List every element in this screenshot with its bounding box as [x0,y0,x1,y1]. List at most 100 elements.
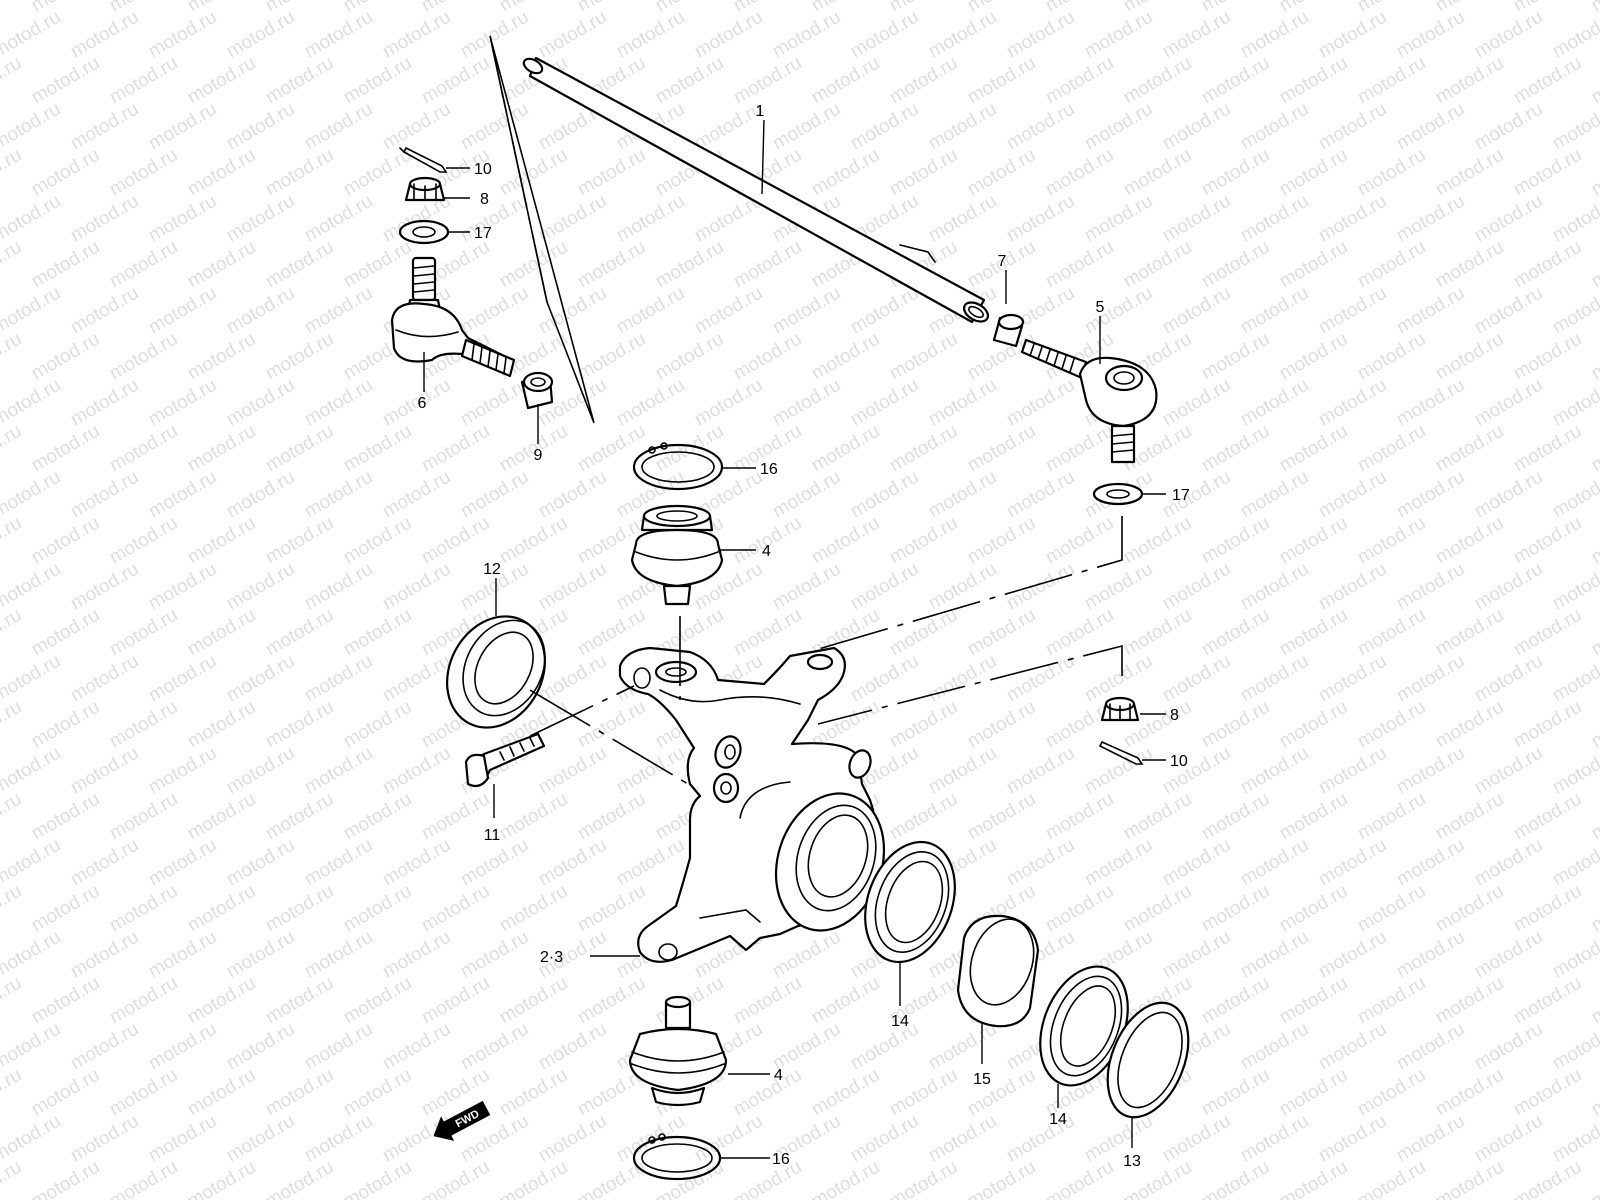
watermark-text: motod.ru [964,789,1039,845]
watermark-text: motod.ru [184,973,259,1029]
watermark-text: motod.ru [535,835,610,891]
callout-13: 13 [1123,1153,1141,1170]
watermark-text: motod.ru [145,835,220,891]
watermark-text: motod.ru [1159,191,1234,247]
watermark-text: motod.ru [28,513,103,569]
leader-lines [423,119,1166,1159]
watermark-text: motod.ru [1276,237,1351,293]
watermark-text: motod.ru [613,1111,688,1167]
watermark-text: motod.ru [1159,743,1234,799]
watermark-text: motod.ru [1393,1019,1468,1075]
callout-8-right: 8 [1170,707,1179,724]
watermark-text: motod.ru [1276,1065,1351,1121]
watermark-text: motod.ru [1315,1019,1390,1075]
watermark-text: motod.ru [1393,375,1468,431]
watermark-text: motod.ru [262,0,337,16]
watermark-text: motod.ru [0,1157,25,1200]
watermark-text: motod.ru [1510,1157,1585,1200]
watermark-text: motod.ru [1042,1157,1117,1200]
watermark-text: motod.ru [1159,467,1234,523]
watermark-text: motod.ru [964,53,1039,109]
watermark-text: motod.ru [1432,789,1507,845]
watermark-text: motod.ru [886,697,961,753]
watermark-text: motod.ru [886,421,961,477]
watermark-text: motod.ru [1354,1065,1429,1121]
watermark-text: motod.ru [847,651,922,707]
watermark-text: motod.ru [223,651,298,707]
watermark-text: motod.ru [613,7,688,63]
watermark-text: motod.ru [730,0,805,16]
watermark-text: motod.ru [496,789,571,845]
watermark-text: motod.ru [1588,145,1600,201]
watermark-text: motod.ru [730,1065,805,1121]
watermark-text: motod.ru [1354,881,1429,937]
watermark-text: motod.ru [1237,651,1312,707]
watermark-text: motod.ru [1198,881,1273,937]
watermark-text: motod.ru [0,99,64,155]
watermark-text: motod.ru [1432,513,1507,569]
watermark-text: motod.ru [1510,145,1585,201]
watermark-text: motod.ru [184,421,259,477]
watermark-text: motod.ru [301,1111,376,1167]
watermark-text: motod.ru [769,1019,844,1075]
callout-6: 6 [418,395,427,412]
watermark-text: motod.ru [1198,1065,1273,1121]
watermark-text: motod.ru [301,191,376,247]
watermark-text: motod.ru [496,973,571,1029]
watermark-text: motod.ru [67,283,142,339]
watermark-text: motod.ru [1354,605,1429,661]
watermark-text: motod.ru [1588,329,1600,385]
watermark-text: motod.ru [28,1065,103,1121]
watermark-text: motod.ru [1159,375,1234,431]
watermark-text: motod.ru [301,7,376,63]
watermark-text: motod.ru [886,789,961,845]
watermark-text: motod.ru [1315,651,1390,707]
watermark-text: motod.ru [28,329,103,385]
watermark-text: motod.ru [886,1065,961,1121]
watermark-text: motod.ru [1003,467,1078,523]
watermark-text: motod.ru [340,697,415,753]
watermark-text: motod.ru [184,237,259,293]
callout-16-upper: 16 [760,461,778,478]
watermark-text: motod.ru [145,467,220,523]
watermark-text: motod.ru [1003,99,1078,155]
watermark-text: motod.ru [1354,0,1429,16]
watermark-text: motod.ru [106,53,181,109]
watermark-text: motod.ru [964,605,1039,661]
callout-15: 15 [973,1071,991,1088]
watermark-text: motod.ru [1471,743,1546,799]
callout-4-lower: 4 [774,1067,783,1084]
watermark-text: motod.ru [1471,651,1546,707]
watermark-text: motod.ru [1588,697,1600,753]
watermark-text: motod.ru [535,7,610,63]
watermark-text: motod.ru [0,1111,64,1167]
watermark-text: motod.ru [340,973,415,1029]
watermark-text: motod.ru [574,145,649,201]
watermark-text: motod.ru [1354,513,1429,569]
watermark-text: motod.ru [847,559,922,615]
watermark-text: motod.ru [1003,7,1078,63]
watermark-text: motod.ru [1042,513,1117,569]
watermark-text: motod.ru [1003,1111,1078,1167]
watermark-text: motod.ru [418,1157,493,1200]
watermark-text: motod.ru [1315,191,1390,247]
watermark-text: motod.ru [1198,0,1273,16]
watermark-text: motod.ru [301,835,376,891]
watermark-text: motod.ru [1315,559,1390,615]
watermark-text: motod.ru [379,1111,454,1167]
watermark-text: motod.ru [1393,559,1468,615]
lock-nut-right [992,313,1025,348]
watermark-text: motod.ru [67,559,142,615]
watermark-text: motod.ru [847,1111,922,1167]
watermark-text: motod.ru [925,1019,1000,1075]
callout-4-upper: 4 [762,543,771,560]
watermark-text: motod.ru [1354,973,1429,1029]
watermark-text: motod.ru [1003,651,1078,707]
watermark-text: motod.ru [1588,605,1600,661]
watermark-text: motod.ru [262,329,337,385]
watermark-text: motod.ru [964,1157,1039,1200]
watermark-text: motod.ru [1276,605,1351,661]
watermark-text: motod.ru [1471,99,1546,155]
centerline-bolt [529,685,635,737]
watermark-text: motod.ru [28,789,103,845]
